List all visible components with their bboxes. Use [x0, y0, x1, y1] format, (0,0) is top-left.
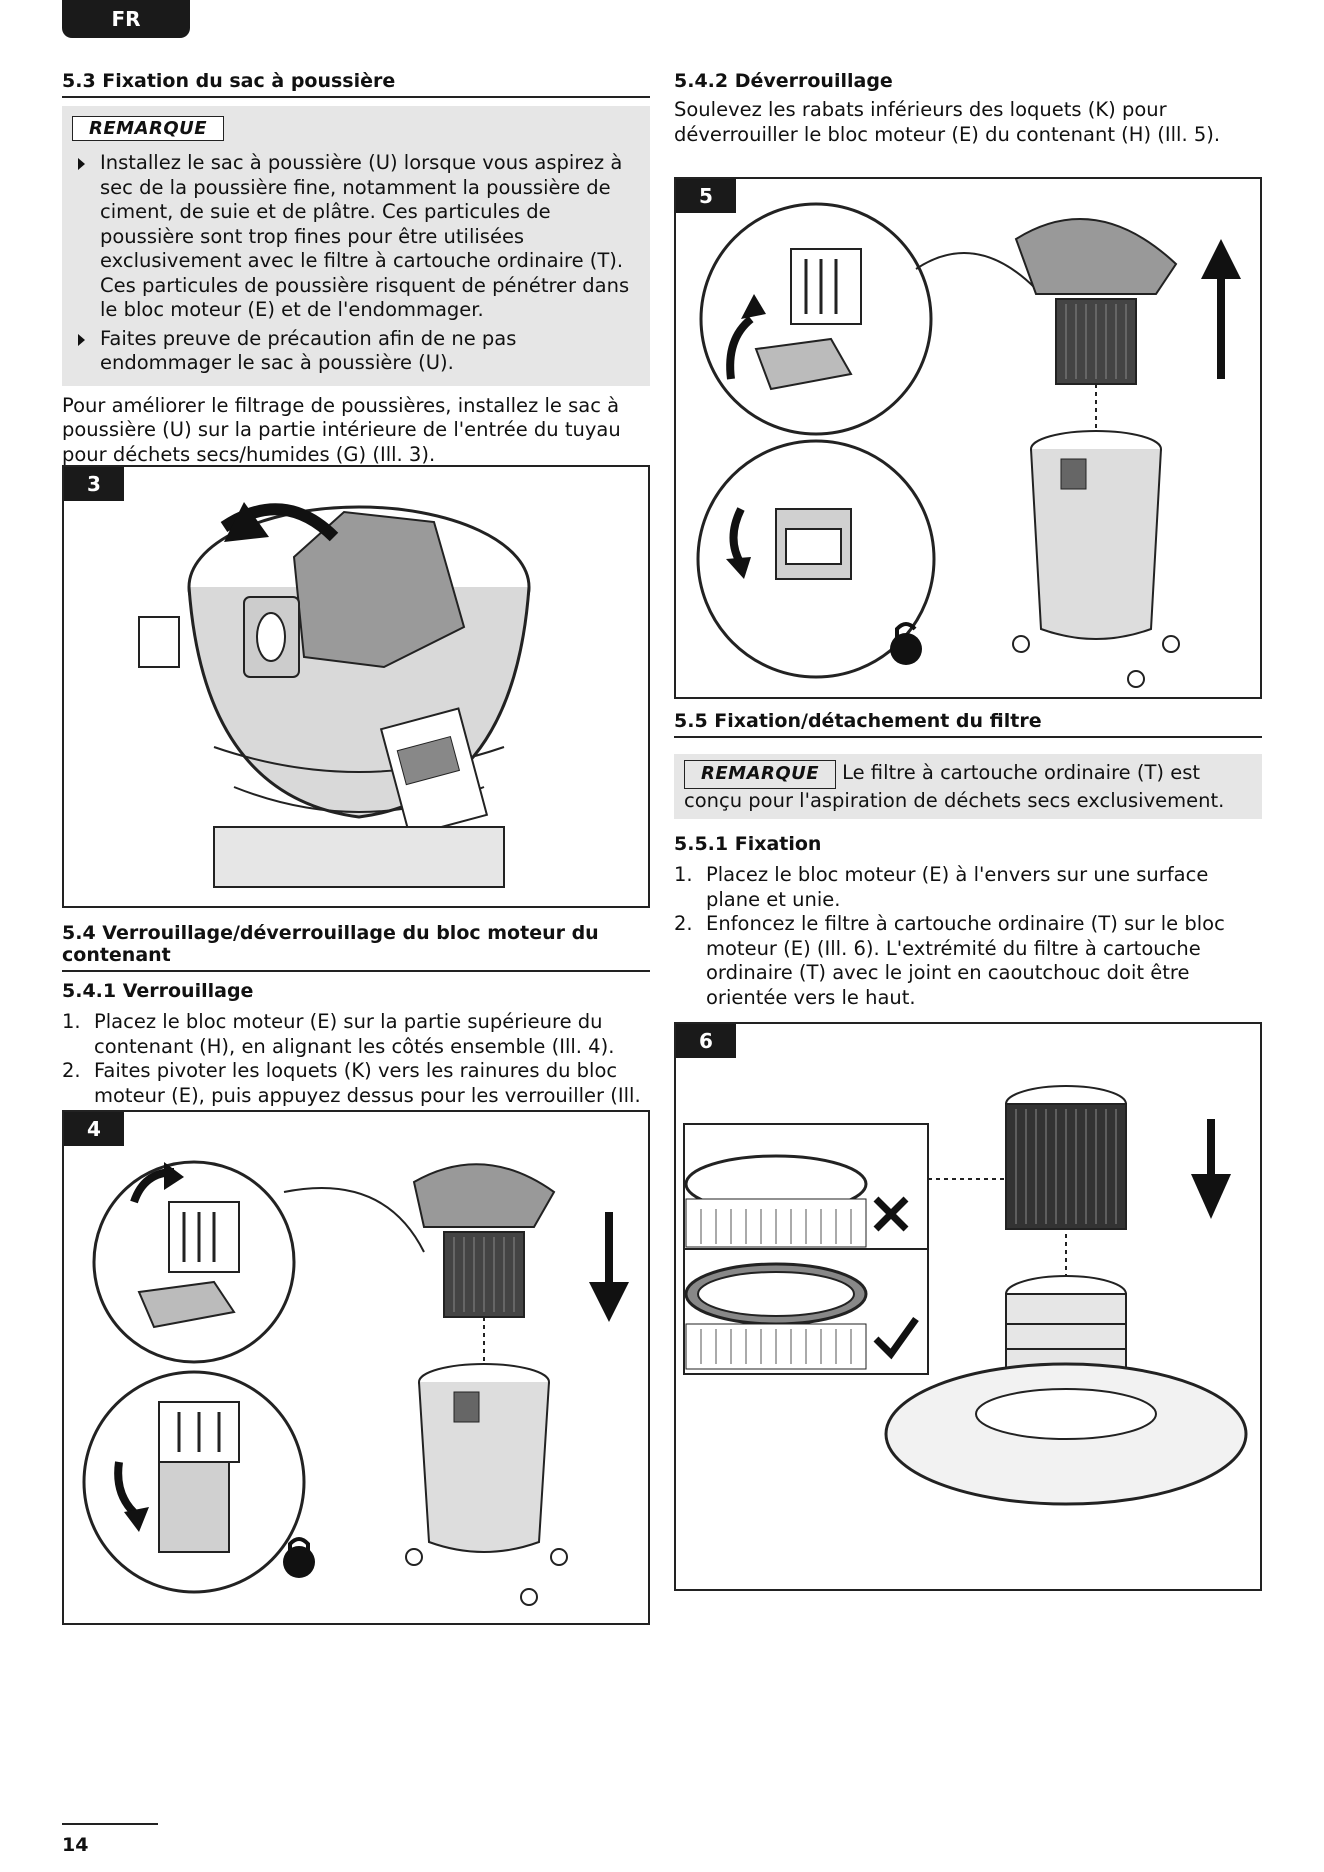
list-item: 1. Placez le bloc moteur (E) sur la parti… — [62, 1010, 650, 1059]
locking-steps: 1. Placez le bloc moteur (E) sur la parti… — [62, 1010, 650, 1133]
note-label: REMARQUE — [684, 760, 837, 789]
figure-number: 4 — [64, 1112, 124, 1146]
figure-5-illustration — [696, 202, 1241, 688]
figure-3-illustration — [138, 502, 531, 888]
step-number: 1. — [62, 1010, 81, 1033]
page-number-rule — [62, 1823, 158, 1825]
unlocking-paragraph: Soulevez les rabats inférieurs des loque… — [674, 98, 1221, 146]
step-text: Enfoncez le filtre à cartouche ordinaire… — [706, 912, 1225, 1009]
figure-number: 3 — [64, 467, 124, 501]
figure-number: 5 — [676, 179, 736, 213]
figure-4-illustration — [82, 1160, 629, 1606]
note-bullet-list: Installez le sac à poussière (U) lorsque… — [72, 151, 640, 376]
section-5-4-2-title: 5.4.2 Déverrouillage — [674, 70, 893, 92]
figure-5: 5 — [674, 177, 1262, 699]
dust-bag-paragraph: Pour améliorer le filtrage de poussières… — [62, 393, 621, 466]
right-column: 5.4.2 Déverrouillage Soulevez les rabats… — [674, 70, 1262, 147]
left-column: 5.3 Fixation du sac à poussière REMARQUE… — [62, 70, 650, 467]
list-item: 2. Enfoncez le filtre à cartouche ordinai… — [674, 912, 1262, 1010]
language-tab: FR — [62, 0, 190, 38]
section-5-5-1-title: 5.5.1 Fixation — [674, 833, 822, 855]
note-text: Le filtre à cartouche ordinaire (T) est … — [684, 761, 1225, 812]
figure-6-illustration — [683, 1085, 1248, 1506]
figure-3: 3 — [62, 465, 650, 908]
figure-4: 4 — [62, 1110, 650, 1625]
step-number: 1. — [674, 863, 693, 886]
section-5-4-1-title: 5.4.1 Verrouillage — [62, 980, 254, 1002]
note-bullet: Faites preuve de précaution afin de ne p… — [72, 327, 640, 376]
section-5-3-title: 5.3 Fixation du sac à poussière — [62, 70, 650, 98]
step-text: Placez le bloc moteur (E) sur la partie … — [94, 1010, 615, 1058]
fixation-steps: 1. Placez le bloc moteur (E) à l'envers s… — [674, 863, 1262, 1010]
list-item: 1. Placez le bloc moteur (E) à l'envers s… — [674, 863, 1262, 912]
section-5-4-title: 5.4 Verrouillage/déverrouillage du bloc … — [62, 922, 650, 972]
page-number: 14 — [62, 1834, 89, 1856]
section-5-5-title: 5.5 Fixation/détachement du filtre — [674, 710, 1262, 738]
step-number: 2. — [62, 1059, 81, 1082]
step-number: 2. — [674, 912, 693, 935]
note-box: REMARQUE Installez le sac à poussière (U… — [62, 106, 650, 386]
note-label: REMARQUE — [72, 116, 225, 141]
right-column-middle: 5.5 Fixation/détachement du filtre REMAR… — [674, 710, 1262, 1010]
note-bullet: Installez le sac à poussière (U) lorsque… — [72, 151, 640, 323]
step-text: Placez le bloc moteur (E) à l'envers sur… — [706, 863, 1209, 911]
left-column-lower: 5.4 Verrouillage/déverrouillage du bloc … — [62, 922, 650, 1133]
figure-6: 6 — [674, 1022, 1262, 1591]
figure-number: 6 — [676, 1024, 736, 1058]
